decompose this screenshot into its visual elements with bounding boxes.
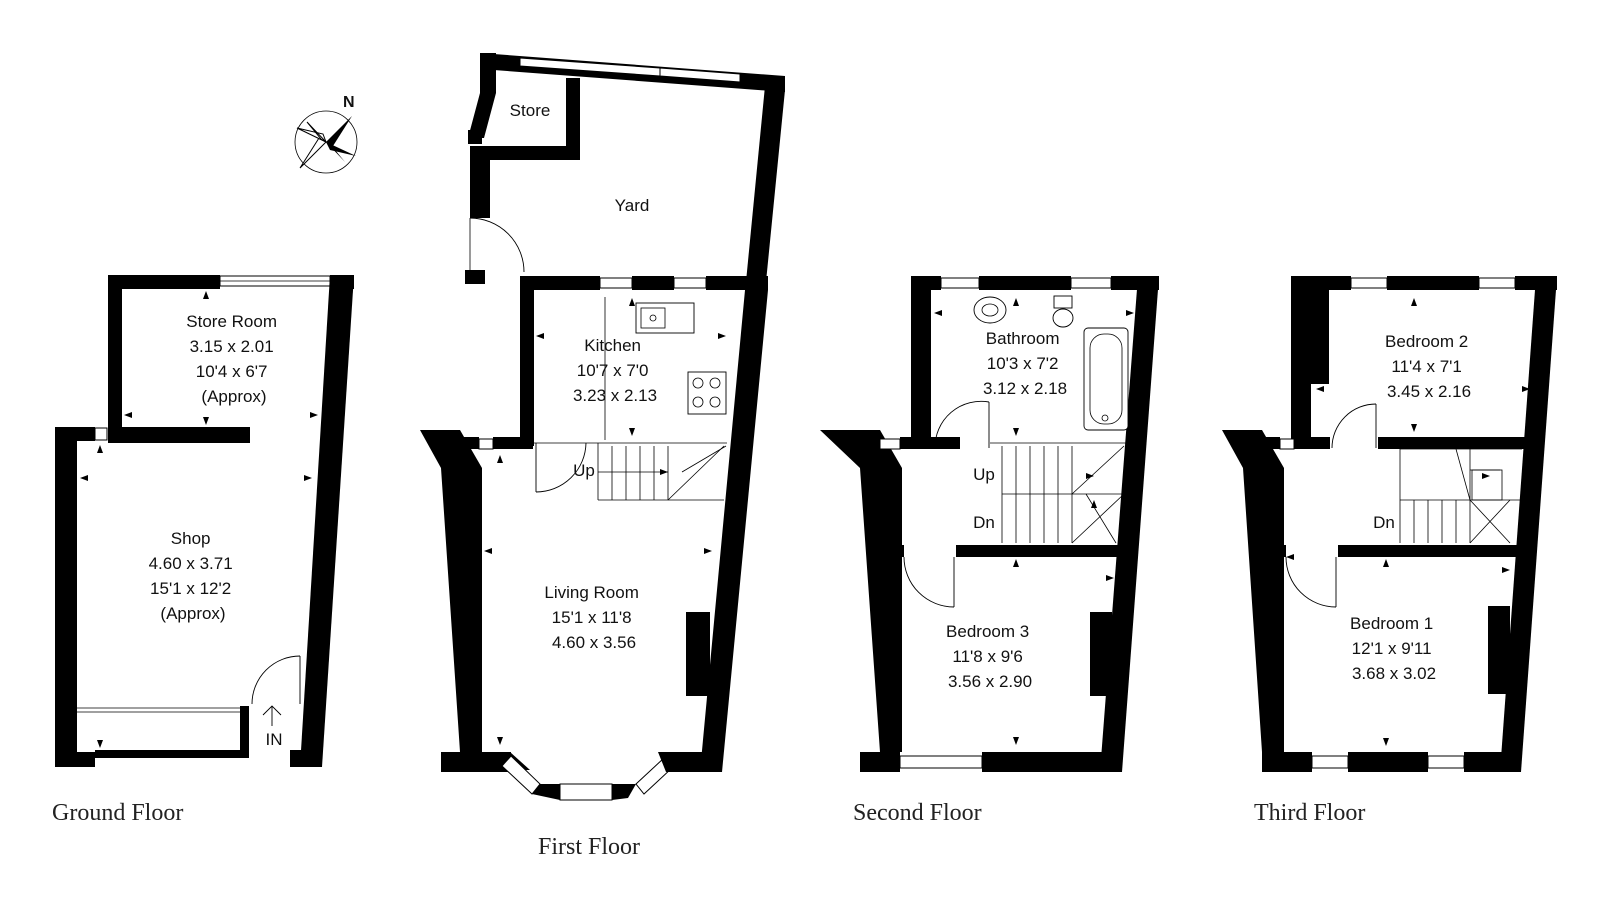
room-label-store: Store [510,101,551,120]
entrance-label: IN [266,730,283,749]
room-label-store-room: Store Room 3.15 x 2.01 10'4 x 6'7 (Appro… [186,312,281,406]
room-label-kitchen: Kitchen 10'7 x 7'0 3.23 x 2.13 [573,336,657,405]
room-label-shop: Shop 4.60 x 3.71 15'1 x 12'2 (Approx) [149,529,238,623]
floor-label-ground: Ground Floor [52,800,183,826]
stair-label-up-second: Up [973,465,995,484]
stair-label-dn-third: Dn [1373,513,1395,532]
stair-label-up-first: Up [573,461,595,480]
compass-north-label: N [343,94,355,111]
floor-label-first: First Floor [538,834,640,860]
room-label-yard: Yard [615,196,650,215]
stair-label-dn-second: Dn [973,513,995,532]
room-label-bedroom-1: Bedroom 1 12'1 x 9'11 3.68 x 3.02 [1350,614,1438,683]
ground-floor-plan [55,275,354,767]
second-floor-plan [820,276,1159,772]
room-label-bedroom-3: Bedroom 3 11'8 x 9'6 3.56 x 2.90 [946,622,1034,691]
floor-label-third: Third Floor [1254,800,1365,826]
floor-label-second: Second Floor [853,800,982,826]
room-label-living-room: Living Room 15'1 x 11'8 4.60 x 3.56 [544,583,643,652]
room-label-bedroom-2: Bedroom 2 11'4 x 7'1 3.45 x 2.16 [1385,332,1473,401]
compass-rose-icon [294,110,358,174]
third-floor-plan [1222,276,1557,772]
first-floor-plan [420,53,785,801]
room-label-bathroom: Bathroom 10'3 x 7'2 3.12 x 2.18 [983,329,1067,398]
